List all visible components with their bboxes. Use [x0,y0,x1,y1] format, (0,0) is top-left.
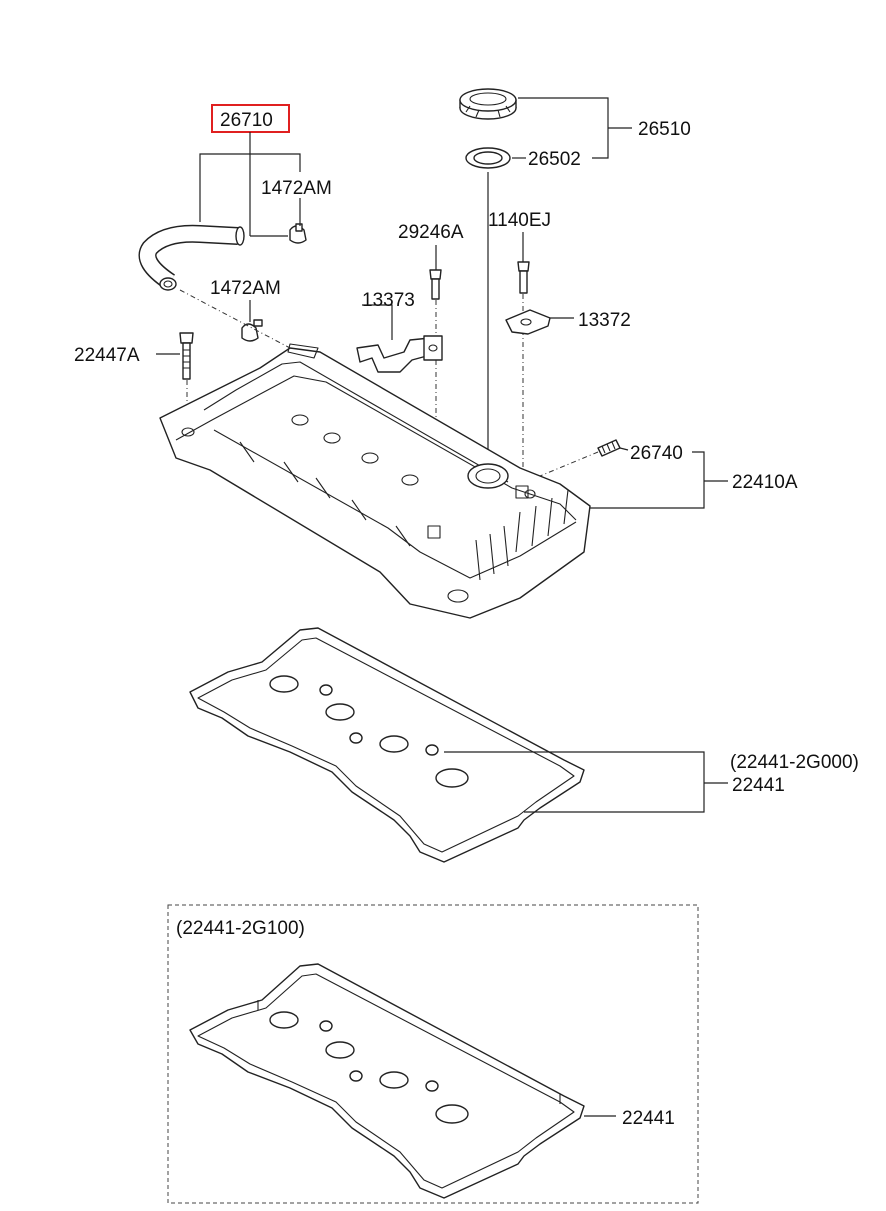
bolt-29246a[interactable] [429,269,442,300]
bolt-1140ej[interactable] [517,261,530,294]
label-26510[interactable]: 26510 [638,119,691,140]
rocker-cover[interactable] [159,343,591,619]
label-22441-a[interactable]: 22441 [732,775,785,796]
highlight-box [211,104,290,133]
breather-hose[interactable] [138,224,245,291]
variant-frame [167,904,699,1204]
hose-clamp-upper[interactable] [289,223,307,244]
label-22441-2g000: (22441-2G000) [730,752,859,773]
label-1472am-upper[interactable]: 1472AM [261,178,332,199]
valve-cover-gasket-a[interactable] [189,627,585,863]
pcv-valve[interactable] [597,439,621,457]
valve-cover-gasket-b[interactable] [189,963,585,1199]
label-26502[interactable]: 26502 [528,149,581,170]
label-13373[interactable]: 13373 [362,290,415,311]
label-22441-b[interactable]: 22441 [622,1108,675,1129]
bracket-13372[interactable] [505,309,551,335]
bracket-13373[interactable] [356,335,443,373]
label-26710[interactable]: 26710 [220,110,273,131]
oil-filler-cap-seal[interactable] [465,147,511,169]
bolt-22447a[interactable] [179,332,194,380]
oil-filler-cap[interactable] [459,88,517,120]
label-1472am-lower[interactable]: 1472AM [210,278,281,299]
label-22410a[interactable]: 22410A [732,472,798,493]
label-13372[interactable]: 13372 [578,310,631,331]
hose-clamp-lower[interactable] [241,319,263,342]
label-1140ej[interactable]: 1140EJ [488,210,551,231]
label-22447a[interactable]: 22447A [74,345,140,366]
label-26740[interactable]: 26740 [630,443,683,464]
label-22441-2g100: (22441-2G100) [176,918,305,939]
label-29246a[interactable]: 29246A [398,222,464,243]
